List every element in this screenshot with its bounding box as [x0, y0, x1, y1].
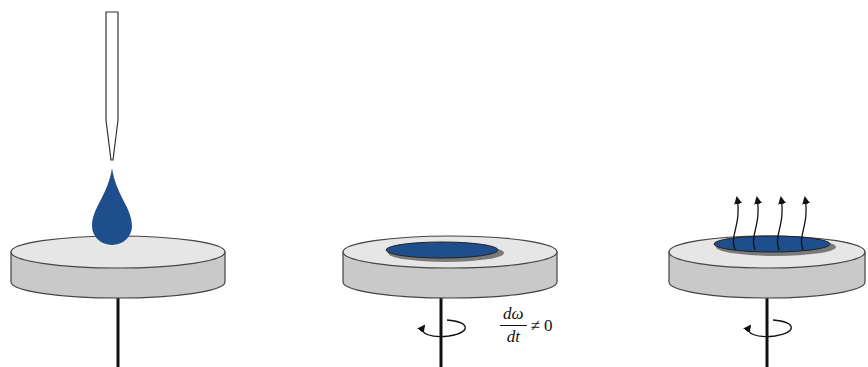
disk-top — [669, 236, 865, 268]
evaporation-arrows — [733, 198, 806, 250]
fraction-denominator: dt — [504, 326, 523, 347]
fraction-numerator: dω — [500, 304, 527, 326]
pipette — [106, 12, 118, 160]
fraction: dωdt — [500, 304, 527, 347]
evaporation-arrow — [801, 198, 806, 250]
stage-spin-up — [343, 236, 557, 367]
stage-evaporation — [669, 198, 865, 367]
spindle-shaft — [117, 298, 120, 367]
liquid-drop — [92, 168, 132, 245]
liquid-film — [714, 236, 830, 252]
evaporation-arrow — [753, 198, 758, 250]
stage-dispense — [11, 12, 225, 367]
evaporation-arrow — [733, 198, 738, 250]
liquid-film — [386, 242, 498, 258]
spindle-shaft — [766, 298, 769, 367]
rate-label: dωdt≠ 0 — [500, 304, 553, 347]
rotation-arrow — [423, 320, 466, 337]
evaporation-arrow — [777, 198, 782, 250]
inequality-text: ≠ 0 — [531, 316, 553, 336]
disk-top — [343, 236, 557, 268]
spindle-shaft — [440, 298, 443, 367]
rotation-arrow — [749, 320, 792, 337]
